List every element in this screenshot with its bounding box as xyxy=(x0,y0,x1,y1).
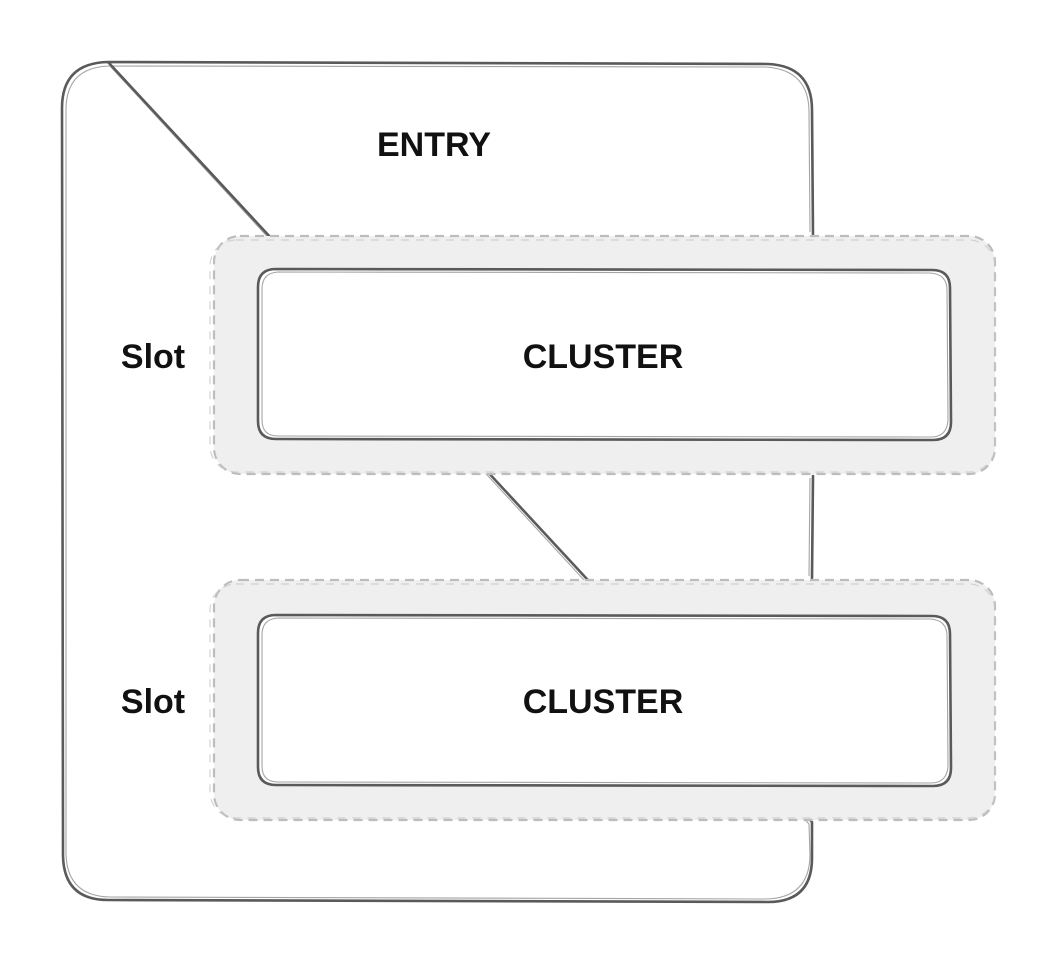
cluster-label: CLUSTER xyxy=(523,683,684,721)
entry-box xyxy=(60,60,815,904)
slot-group: CLUSTER Slot xyxy=(121,578,997,822)
entry-label: ENTRY xyxy=(377,126,491,164)
cluster-box xyxy=(256,267,953,442)
cluster-box xyxy=(256,613,953,788)
slot-label: Slot xyxy=(121,683,185,721)
slot-group: CLUSTER Slot xyxy=(121,234,997,476)
cluster-label: CLUSTER xyxy=(523,338,684,376)
slot-label: Slot xyxy=(121,338,185,376)
